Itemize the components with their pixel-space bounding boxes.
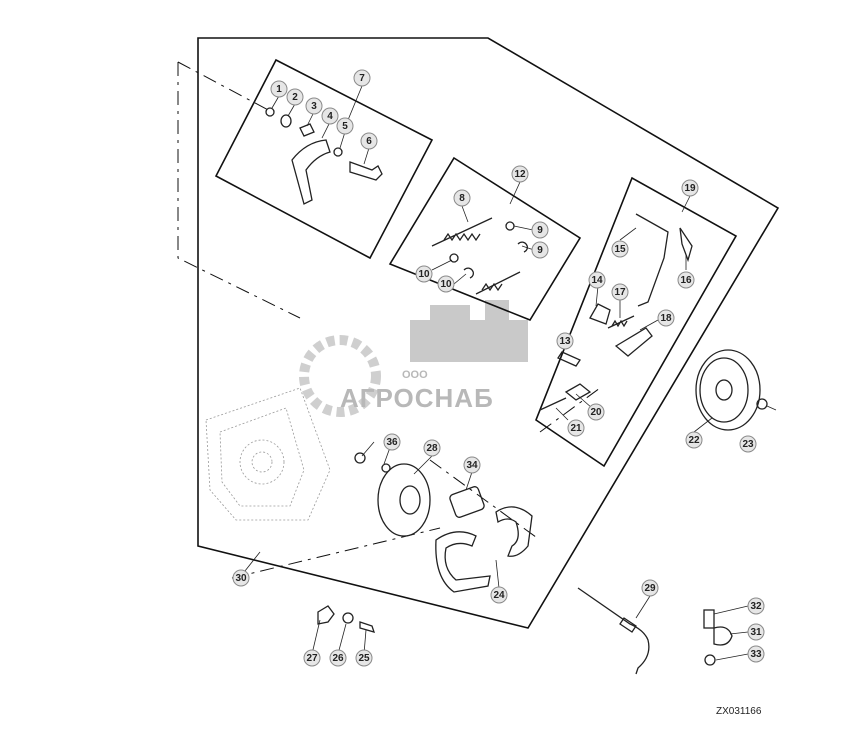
callout-label: 1 bbox=[276, 84, 282, 95]
callout-label: 26 bbox=[332, 653, 344, 664]
callout-label: 32 bbox=[750, 601, 762, 612]
callout-label: 2 bbox=[292, 92, 298, 103]
callout-label: 16 bbox=[680, 275, 692, 286]
callout-label: 27 bbox=[306, 653, 318, 664]
callout-28: 28 bbox=[423, 439, 441, 457]
callout-4: 4 bbox=[321, 107, 339, 125]
callout-20: 20 bbox=[587, 403, 605, 421]
callout-34: 34 bbox=[463, 456, 481, 474]
fastener-parts-right bbox=[703, 609, 733, 666]
callout-label: 25 bbox=[358, 653, 370, 664]
watermark-logo: ООО АГРОСНАБ bbox=[299, 300, 528, 417]
callout-1: 1 bbox=[270, 80, 288, 98]
assembly-frame bbox=[197, 37, 780, 629]
callout-label: 13 bbox=[559, 336, 571, 347]
callout-36: 36 bbox=[383, 433, 401, 451]
callout-8: 8 bbox=[453, 189, 471, 207]
reference-line-left bbox=[177, 62, 301, 319]
callout-label: 9 bbox=[537, 245, 543, 256]
watermark-prefix: ООО bbox=[402, 369, 428, 381]
callout-label: 15 bbox=[614, 244, 626, 255]
subassembly-frame-7 bbox=[214, 58, 434, 260]
reference-line-pin bbox=[539, 387, 601, 433]
callout-13: 13 bbox=[556, 332, 574, 350]
callout-label: 30 bbox=[235, 573, 247, 584]
wheel-part bbox=[695, 349, 777, 431]
callout-label: 17 bbox=[614, 287, 626, 298]
callout-label: 19 bbox=[684, 183, 696, 194]
callout-label: 31 bbox=[750, 627, 762, 638]
linkage-subassembly-parts bbox=[539, 213, 693, 411]
callout-30: 30 bbox=[232, 569, 250, 587]
callout-label: 22 bbox=[688, 435, 700, 446]
callout-26: 26 bbox=[329, 649, 347, 667]
callout-label: 18 bbox=[660, 313, 672, 324]
spring-subassembly-parts bbox=[431, 217, 528, 295]
callout-label: 20 bbox=[590, 407, 602, 418]
callout-7: 7 bbox=[353, 69, 371, 87]
brake-assembly-parts bbox=[354, 452, 533, 593]
transmission-housing-outline bbox=[205, 387, 331, 521]
callout-label: 14 bbox=[591, 275, 603, 286]
callout-label: 9 bbox=[537, 225, 543, 236]
bolt-washer-parts bbox=[317, 605, 376, 633]
callout-label: 36 bbox=[386, 437, 398, 448]
callout-12: 12 bbox=[511, 165, 529, 183]
callout-19: 19 bbox=[681, 179, 699, 197]
callout-label: 5 bbox=[342, 121, 348, 132]
callout-label: 7 bbox=[359, 73, 365, 84]
callout-label: 21 bbox=[570, 423, 582, 434]
callout-label: 8 bbox=[459, 193, 465, 204]
callout-label: 34 bbox=[466, 460, 478, 471]
callout-31: 31 bbox=[747, 623, 765, 641]
callout-6: 6 bbox=[360, 132, 378, 150]
callout-label: 6 bbox=[366, 136, 372, 147]
callout-5: 5 bbox=[336, 117, 354, 135]
callout-29: 29 bbox=[641, 579, 659, 597]
watermark-company-name: АГРОСНАБ bbox=[340, 383, 494, 413]
callout-label: 28 bbox=[426, 443, 438, 454]
callout-15: 15 bbox=[611, 240, 629, 258]
callout-label: 23 bbox=[742, 439, 754, 450]
callout-label: 24 bbox=[493, 590, 505, 601]
callout-32: 32 bbox=[747, 597, 765, 615]
callout-25: 25 bbox=[355, 649, 373, 667]
callout-10: 10 bbox=[437, 275, 455, 293]
pedal-subassembly-parts bbox=[265, 107, 383, 205]
callout-18: 18 bbox=[657, 309, 675, 327]
callout-label: 29 bbox=[644, 583, 656, 594]
callout-14: 14 bbox=[588, 271, 606, 289]
callout-label: 3 bbox=[311, 101, 317, 112]
reference-line-top bbox=[177, 61, 273, 113]
callout-3: 3 bbox=[305, 97, 323, 115]
callout-24: 24 bbox=[490, 586, 508, 604]
figure-id: ZX031166 bbox=[716, 706, 762, 717]
callout-16: 16 bbox=[677, 271, 695, 289]
leader-lines bbox=[240, 85, 749, 661]
reference-line-axle bbox=[429, 459, 541, 541]
callout-10: 10 bbox=[415, 265, 433, 283]
callout-27: 27 bbox=[303, 649, 321, 667]
callout-21: 21 bbox=[567, 419, 585, 437]
callout-9: 9 bbox=[531, 241, 549, 259]
callout-label: 33 bbox=[750, 649, 762, 660]
callout-23: 23 bbox=[739, 435, 757, 453]
callout-33: 33 bbox=[747, 645, 765, 663]
callout-label: 12 bbox=[514, 169, 526, 180]
callout-2: 2 bbox=[286, 88, 304, 106]
callout-label: 10 bbox=[418, 269, 430, 280]
callout-label: 10 bbox=[440, 279, 452, 290]
cable-part bbox=[577, 587, 650, 675]
callout-22: 22 bbox=[685, 431, 703, 449]
callout-label: 4 bbox=[327, 111, 333, 122]
callout-17: 17 bbox=[611, 283, 629, 301]
subassembly-frame-12 bbox=[388, 156, 582, 321]
callout-9: 9 bbox=[531, 221, 549, 239]
